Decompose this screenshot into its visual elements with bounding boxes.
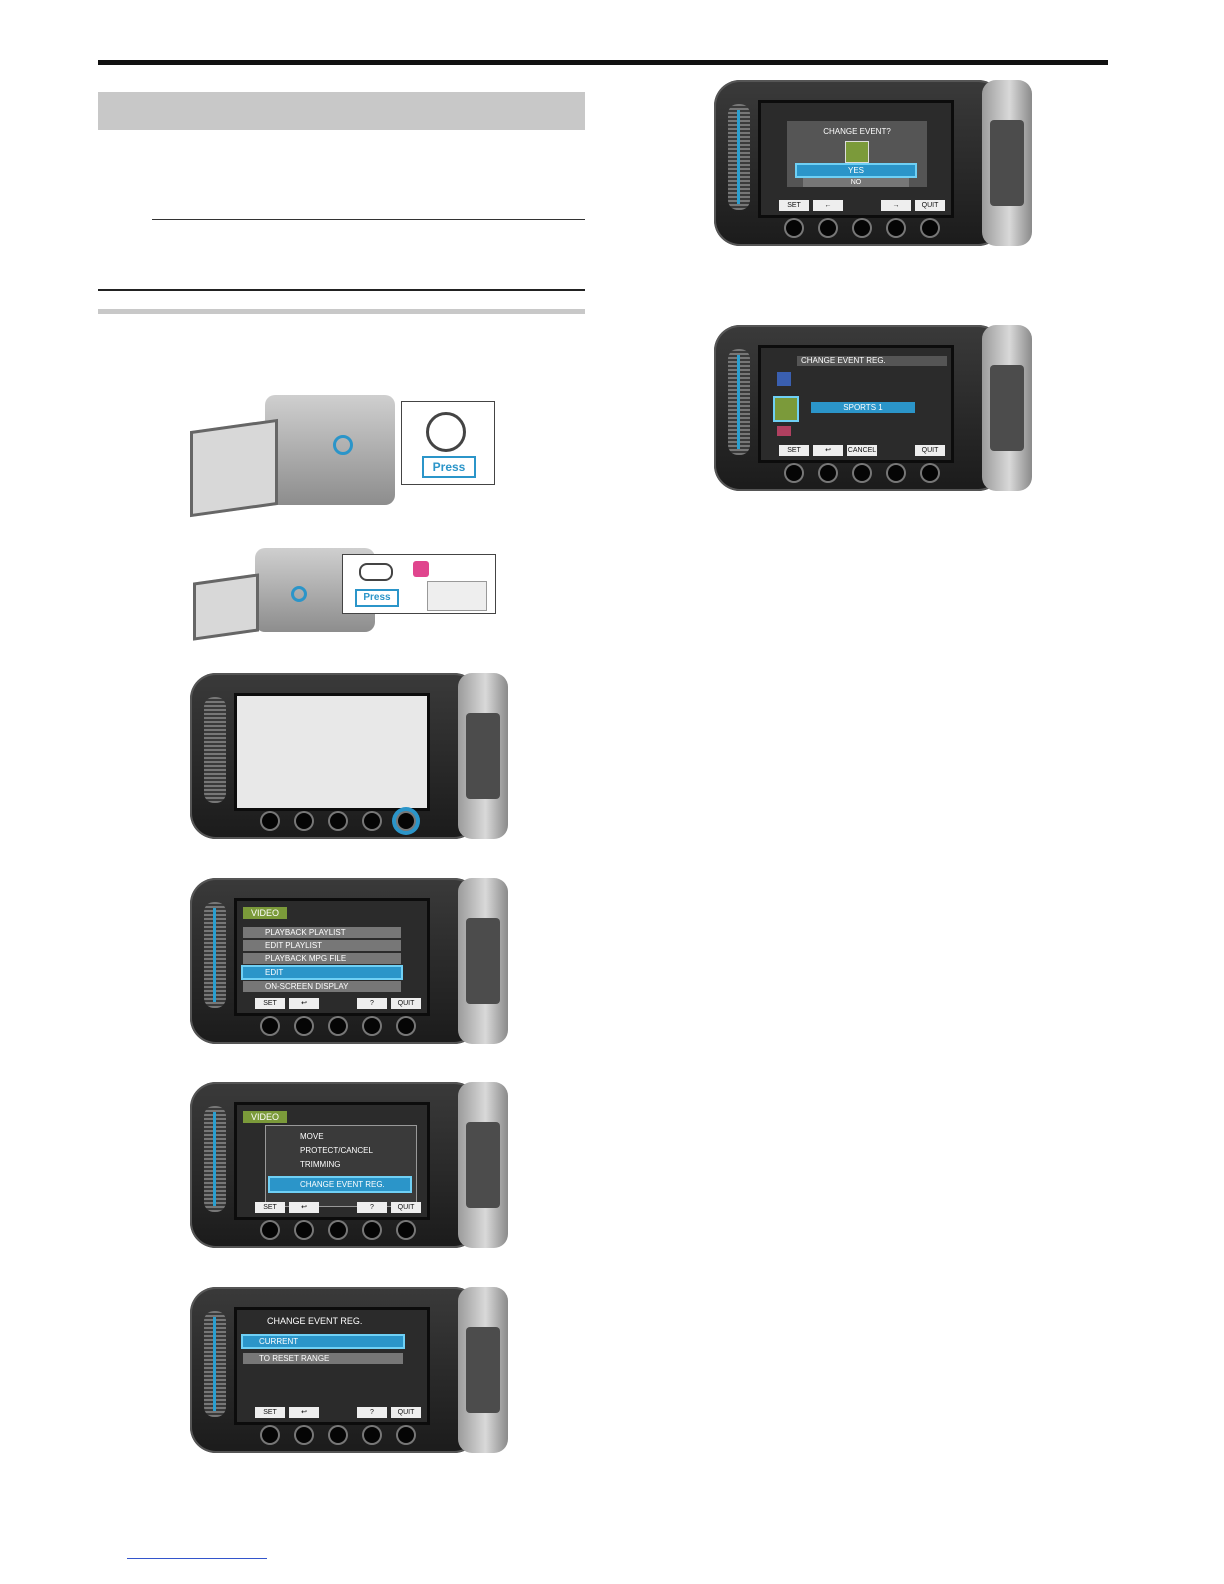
menu-button-icon bbox=[398, 813, 414, 829]
submenu-item: PROTECT/CANCEL bbox=[300, 1146, 373, 1155]
footer-link-underline[interactable] bbox=[127, 1558, 267, 1559]
lcd-screen: VIDEO PLAYBACK PLAYLIST EDIT PLAYLIST PL… bbox=[234, 898, 430, 1016]
menu-title: VIDEO bbox=[243, 907, 288, 919]
menu-item: ON-SCREEN DISPLAY bbox=[243, 981, 401, 992]
softkey-bar: SET ↩ CANCEL QUIT bbox=[767, 445, 945, 456]
mode-button-icon bbox=[359, 563, 393, 581]
menu-title: CHANGE EVENT REG. bbox=[797, 356, 947, 366]
power-button-icon bbox=[426, 412, 466, 452]
lcd-screen: CHANGE EVENT? YES NO SET ← → QUIT bbox=[758, 100, 954, 218]
submenu-item: TRIMMING bbox=[300, 1160, 341, 1169]
menu-item: PLAYBACK MPG FILE bbox=[243, 953, 401, 964]
dialog-panel: CHANGE EVENT? YES NO bbox=[787, 121, 927, 187]
menu-item: TO RESET RANGE bbox=[243, 1353, 403, 1364]
camcorder-power-illustration: Press bbox=[185, 395, 495, 518]
event-icon bbox=[777, 372, 791, 386]
menu-item-selected: CURRENT bbox=[241, 1334, 405, 1349]
section-heading-bar bbox=[98, 92, 585, 130]
mode-button-highlight bbox=[291, 586, 307, 602]
lcd-screen: CHANGE EVENT REG. SPORTS 1 SET ↩ CANCEL … bbox=[758, 345, 954, 463]
yes-option: YES bbox=[795, 163, 917, 178]
event-icon bbox=[777, 426, 791, 436]
camcorder-body bbox=[265, 395, 395, 505]
lcd-screen: CHANGE EVENT REG. CURRENT TO RESET RANGE… bbox=[234, 1307, 430, 1425]
submenu-item-selected: CHANGE EVENT REG. bbox=[268, 1176, 412, 1193]
subsection-bar bbox=[98, 309, 585, 314]
submenu-panel: MOVE PROTECT/CANCEL TRIMMING CHANGE EVEN… bbox=[265, 1125, 417, 1207]
submenu-item: MOVE bbox=[300, 1132, 324, 1141]
camcorder-mode-illustration: Press bbox=[185, 548, 496, 641]
press-label: Press bbox=[355, 589, 399, 607]
menu-item: EDIT PLAYLIST bbox=[243, 940, 401, 951]
power-button-highlight bbox=[333, 435, 353, 455]
menu-item-selected: EDIT bbox=[241, 965, 403, 980]
mode-button-callout: Press bbox=[342, 554, 496, 614]
menu-title: VIDEO bbox=[243, 1111, 288, 1123]
operation-button-icon bbox=[296, 813, 312, 829]
mode-lamp-panel bbox=[427, 581, 487, 611]
memo-rule bbox=[152, 219, 585, 220]
lcd-screen: VIDEO MOVE PROTECT/CANCEL TRIMMING CHANG… bbox=[234, 1102, 430, 1220]
ok-button-icon bbox=[262, 813, 278, 829]
press-label: Press bbox=[422, 456, 476, 478]
subsection-rule bbox=[98, 289, 585, 291]
header-rule bbox=[98, 60, 1108, 65]
video-mode-icon bbox=[413, 561, 429, 577]
softkey-bar: SET ↩ ? QUIT bbox=[243, 998, 421, 1009]
menu-title: CHANGE EVENT REG. bbox=[267, 1316, 363, 1326]
operation-button-icon bbox=[364, 813, 380, 829]
softkey-bar: SET ← → QUIT bbox=[767, 200, 945, 211]
dialog-question: CHANGE EVENT? bbox=[823, 127, 891, 136]
softkey-bar: SET ↩ ? QUIT bbox=[243, 1407, 421, 1418]
no-option: NO bbox=[803, 178, 909, 187]
operation-button-icon bbox=[330, 813, 346, 829]
sports-event-icon bbox=[845, 141, 869, 163]
menu-item: PLAYBACK PLAYLIST bbox=[243, 927, 401, 938]
lcd-panel bbox=[193, 573, 259, 641]
slider-wheel bbox=[204, 697, 226, 803]
lcd-panel bbox=[190, 418, 278, 518]
event-label: SPORTS 1 bbox=[811, 402, 915, 413]
lcd-screen bbox=[234, 693, 430, 811]
power-button-callout: Press bbox=[401, 401, 495, 485]
sports-event-icon bbox=[773, 396, 799, 422]
softkey-bar: SET ↩ ? QUIT bbox=[243, 1202, 421, 1213]
